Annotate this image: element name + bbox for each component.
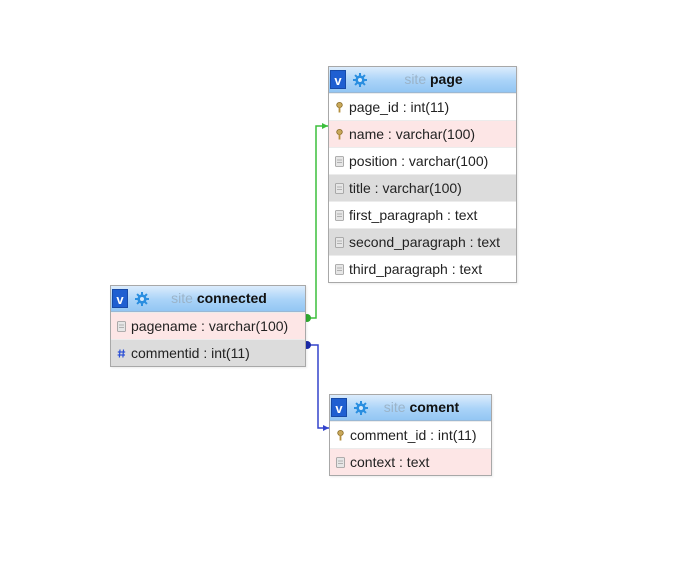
key-icon (336, 129, 343, 140)
column-label: second_paragraph : text (349, 234, 500, 250)
column-icon (117, 321, 126, 332)
schema-name: site (383, 399, 406, 415)
column-icon (335, 183, 344, 194)
column-icon (335, 264, 344, 275)
schema-name: site (171, 290, 193, 306)
column-row-second-paragraph[interactable]: second_paragraph : text (329, 228, 516, 255)
table-header[interactable]: v site connected (111, 286, 305, 312)
column-label: first_paragraph : text (349, 207, 478, 223)
table-name: page (430, 71, 463, 87)
gear-icon[interactable] (354, 401, 368, 415)
column-row-pagename[interactable]: pagename : varchar(100) (111, 312, 305, 339)
schema-name: site (404, 71, 427, 87)
column-label: pagename : varchar(100) (131, 318, 289, 334)
toggle-columns-button[interactable]: v (331, 398, 347, 417)
table-header[interactable]: v site coment (330, 395, 491, 421)
toggle-columns-button[interactable]: v (330, 70, 346, 89)
toggle-columns-button[interactable]: v (112, 289, 128, 308)
table-name: coment (409, 399, 460, 415)
gear-icon[interactable] (353, 73, 367, 87)
table-title: site page (329, 67, 516, 92)
column-row-page-id[interactable]: page_id : int(11) (329, 93, 516, 120)
column-label: third_paragraph : text (349, 261, 483, 277)
table-title: site coment (330, 395, 491, 420)
column-icon (336, 457, 345, 468)
key-icon (337, 430, 344, 441)
column-row-commentid[interactable]: commentid : int(11) (111, 339, 305, 366)
column-label: position : varchar(100) (349, 153, 489, 169)
column-label: title : varchar(100) (349, 180, 462, 196)
table-title: site connected (111, 286, 305, 311)
column-row-third-paragraph[interactable]: third_paragraph : text (329, 255, 516, 282)
column-row-context[interactable]: context : text (330, 448, 491, 475)
key-icon (336, 102, 343, 113)
column-icon (335, 237, 344, 248)
column-label: page_id : int(11) (349, 99, 450, 115)
index-hash-icon (117, 349, 126, 358)
column-label: commentid : int(11) (131, 345, 250, 361)
column-row-title[interactable]: title : varchar(100) (329, 174, 516, 201)
gear-icon[interactable] (135, 292, 149, 306)
column-row-comment-id[interactable]: comment_id : int(11) (330, 421, 491, 448)
column-label: comment_id : int(11) (350, 427, 477, 443)
relation-line-coment (305, 344, 329, 429)
column-icon (335, 156, 344, 167)
table-name: connected (196, 290, 267, 306)
column-label: context : text (350, 454, 430, 470)
column-row-first-paragraph[interactable]: first_paragraph : text (329, 201, 516, 228)
table-header[interactable]: v site page (329, 67, 516, 93)
column-label: name : varchar(100) (349, 126, 476, 142)
relation-arrow-page (322, 123, 328, 129)
table-coment[interactable]: v site coment comment_id : int(11) (329, 394, 492, 476)
table-page[interactable]: v site page page_id : int(11) (328, 66, 517, 283)
relation-arrow-coment (323, 425, 329, 431)
table-connected[interactable]: v site connected pagename : varchar(100) (110, 285, 306, 367)
column-row-position[interactable]: position : varchar(100) (329, 147, 516, 174)
column-row-name[interactable]: name : varchar(100) (329, 120, 516, 147)
column-icon (335, 210, 344, 221)
relation-line-page (305, 125, 328, 319)
